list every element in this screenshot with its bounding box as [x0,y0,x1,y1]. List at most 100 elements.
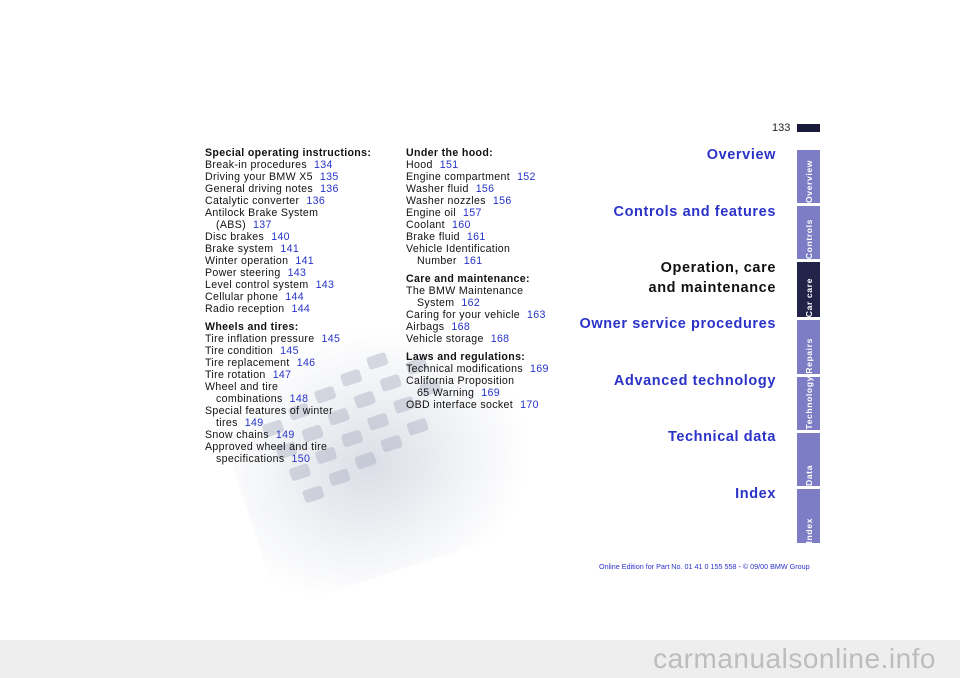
index-entry[interactable]: General driving notes 136 [205,183,390,195]
page-link[interactable]: 170 [520,399,539,411]
nav-heading-owner-service[interactable]: Owner service procedures [579,316,776,332]
page-link[interactable]: 169 [481,387,501,399]
side-tab-overview-label: Overview [803,159,814,203]
page-link[interactable]: 161 [463,255,483,267]
page-link[interactable]: 135 [319,171,339,183]
index-entry-text: Winter operation [205,255,289,267]
page-link[interactable]: 161 [466,231,486,243]
nav-heading-technical-data[interactable]: Technical data [667,429,776,445]
page-link[interactable]: 151 [439,159,459,171]
page-link[interactable]: 141 [295,255,315,267]
page-link[interactable]: 141 [280,243,300,255]
page-link[interactable]: 137 [253,219,272,231]
index-entry-text: General driving notes [205,183,314,195]
index-entry[interactable]: Brake system 141 [205,243,390,255]
watermark-text: carmanualsonline.info [653,643,936,674]
side-tab-index-label: Index [803,517,814,543]
index-entry-text: Wheel and tire [205,381,279,393]
page-link[interactable]: 160 [451,219,471,231]
index-entry[interactable]: Caring for your vehicle 163 [406,309,576,321]
page-link[interactable]: 136 [320,183,339,195]
index-entry-text: Caring for your vehicle [406,309,521,321]
index-entry[interactable]: Antilock Brake System(ABS)137 [205,207,390,231]
page-link[interactable]: 136 [306,195,326,207]
index-entry-continuation-text: 65 Warning [417,387,475,399]
index-entry[interactable]: Radio reception 144 [205,303,390,315]
page-link[interactable]: 140 [271,231,290,243]
page-link[interactable]: 168 [451,321,471,333]
section-heading: Under the hood: [406,147,494,159]
page-link[interactable]: 143 [287,267,307,279]
index-entry-continuation-text: specifications [216,453,285,465]
page-link[interactable]: 150 [291,453,311,465]
section-heading: Care and maintenance: [406,273,530,285]
index-entry-continuation: 65 Warning 169 [406,387,576,399]
index-entry[interactable]: Hood 151 [406,159,576,171]
page-link[interactable]: 147 [272,369,292,381]
page-link[interactable]: 152 [517,171,536,183]
page-link[interactable]: 162 [461,297,481,309]
side-tab-repairs[interactable]: Repairs [797,320,820,374]
page-link[interactable]: 156 [492,195,512,207]
side-tab-controls[interactable]: Controls [797,206,820,259]
index-entry-text: Hood [406,159,433,171]
page-link[interactable]: 145 [280,345,299,357]
page-link[interactable]: 149 [275,429,295,441]
side-tab-technology[interactable]: Technology [797,376,820,430]
page-link[interactable]: 163 [527,309,546,321]
side-tab-car-care[interactable]: Car care [797,262,820,317]
page-link[interactable]: 145 [321,333,341,345]
index-entry-text: Brake system [205,243,274,255]
page-link[interactable]: 144 [291,303,311,315]
page-link[interactable]: 149 [244,417,264,429]
index-entry-text: Radio reception [205,303,285,315]
nav-heading-overview[interactable]: Overview [706,147,776,163]
nav-heading-advanced-technology[interactable]: Advanced technology [613,373,776,389]
side-tab-data[interactable]: Data [797,433,820,486]
nav-heading-controls[interactable]: Controls and features [613,204,776,220]
page-link[interactable]: 169 [529,363,549,375]
side-tab-overview[interactable]: Overview [797,150,820,203]
nav-heading-operation[interactable]: Operation, care and maintenance [649,258,776,298]
page-link[interactable]: 134 [314,159,333,171]
page-link[interactable]: 148 [289,393,309,405]
nav-heading-index[interactable]: Index [735,486,776,502]
index-entry-continuation: specifications 150 [205,453,390,465]
index-entry[interactable]: Winter operation 141 [205,255,390,267]
page-link[interactable]: 156 [475,183,495,195]
page-link[interactable]: 143 [315,279,335,291]
side-tab-index[interactable]: Index [797,489,820,543]
page-link[interactable]: 146 [296,357,316,369]
page-link[interactable]: 157 [463,207,482,219]
page-link[interactable]: 144 [285,291,304,303]
page-link[interactable]: 168 [490,333,510,345]
